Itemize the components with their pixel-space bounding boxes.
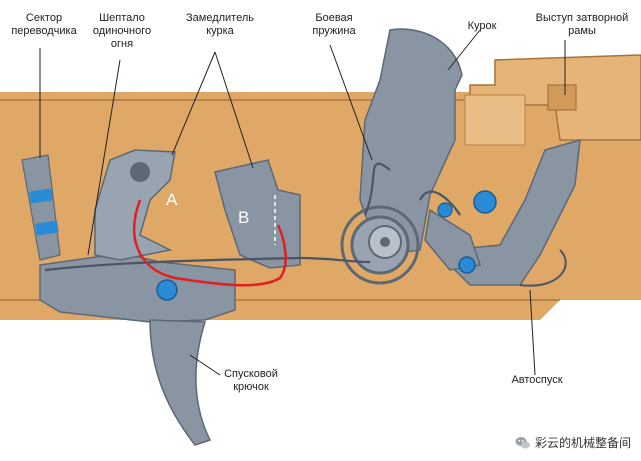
label-single-fire-sear: Шептало одиночного огня [92, 12, 152, 50]
marker-a: A [166, 190, 178, 209]
hammer-retarder-pin [437, 202, 453, 218]
highlight-loop [132, 199, 287, 287]
trigger-pin [156, 279, 178, 301]
label-trigger: Спусковой крючок [224, 368, 278, 393]
sear-pivot [130, 162, 150, 182]
leader-auto-sear [529, 289, 536, 376]
main-spring-hub-center [380, 237, 390, 247]
leader-lines [39, 29, 566, 376]
single-fire-sear [94, 149, 176, 261]
leader-trigger [189, 354, 221, 376]
label-bolt-carrier-lug: Выступ затворной рамы [535, 12, 629, 37]
hammer-retarder [214, 159, 301, 269]
watermark-text: 彩云的机械整备间 [534, 436, 631, 450]
label-selector-sector: Сектор переводчика [11, 12, 77, 37]
trigger-blade [149, 319, 212, 446]
wechat-icon [515, 436, 530, 449]
receiver-inner-block [464, 94, 526, 146]
marker-b: B [238, 208, 250, 227]
auto-sear-pin-lower [458, 256, 476, 274]
selector-sector [21, 154, 61, 261]
leader-retarder-a [171, 51, 216, 156]
bolt-carrier-lug [547, 84, 577, 111]
main-spring-wire [44, 162, 461, 272]
leader-sear [87, 59, 121, 256]
leader-main-spring [329, 44, 373, 161]
main-spring-coil-outer [340, 205, 420, 285]
leader-hammer [447, 29, 481, 71]
label-auto-sear: Автоспуск [511, 374, 563, 386]
auto-sear [448, 138, 581, 286]
leader-retarder-b [214, 51, 254, 169]
label-hammer-retarder: Замедлитель курка [186, 12, 254, 37]
auto-sear-spring [519, 249, 567, 287]
selector-stripe-2 [35, 220, 59, 236]
label-main-spring: Боевая пружина [312, 12, 356, 37]
selector-stripe-1 [29, 188, 53, 204]
watermark: 彩云的机械整备间 [515, 434, 631, 451]
auto-sear-pin-upper [473, 190, 497, 214]
label-hammer: Курок [467, 20, 497, 32]
